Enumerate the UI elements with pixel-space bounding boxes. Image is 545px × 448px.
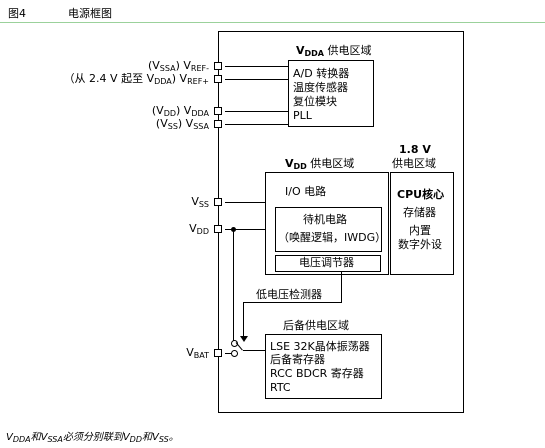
regulator-box bbox=[275, 255, 381, 272]
vdda-item-adc: A/D 转换器 bbox=[293, 67, 350, 80]
pin-vdd bbox=[214, 225, 222, 233]
vdd-io-label: I/O 电路 bbox=[285, 185, 327, 198]
backup-item-registers: 后备寄存器 bbox=[270, 353, 325, 366]
pin-vref-plus bbox=[214, 75, 222, 83]
chip-boundary bbox=[218, 31, 464, 413]
core-item-peripherals: 数字外设 bbox=[398, 238, 442, 251]
core-item-builtin: 内置 bbox=[409, 224, 431, 237]
wire-vdd-down bbox=[233, 229, 234, 342]
wire-switch-to-backup bbox=[243, 350, 265, 351]
switch-contact-vbat bbox=[231, 350, 238, 357]
vdd-domain-box bbox=[265, 172, 389, 275]
backup-domain-box bbox=[265, 334, 382, 399]
vdda-domain-box bbox=[288, 60, 374, 127]
wire-vref-plus bbox=[225, 79, 288, 80]
caption-divider bbox=[0, 22, 545, 23]
core-item-memory: 存储器 bbox=[403, 206, 436, 219]
backup-item-lse: LSE 32K晶体振荡器 bbox=[270, 340, 370, 353]
pin-label-vdd: VDD bbox=[189, 222, 209, 236]
pin-vref-minus bbox=[214, 62, 222, 70]
core-domain-title: 供电区域 bbox=[392, 157, 436, 170]
wire-vss bbox=[225, 202, 265, 203]
wire-vdda bbox=[225, 111, 288, 112]
pin-vbat bbox=[214, 349, 222, 357]
pin-label-vdda: (VDD) VDDA bbox=[151, 104, 209, 118]
core-domain-title-voltage: 1.8 V bbox=[399, 143, 431, 156]
vdda-item-pll: PLL bbox=[293, 109, 312, 122]
figure-title: 电源框图 bbox=[68, 7, 112, 20]
standby-label: 待机电路 bbox=[303, 213, 347, 226]
pin-label-vref-minus: (VSSA) VREF- bbox=[147, 59, 209, 73]
figure-number: 图4 bbox=[8, 7, 26, 20]
detector-arrow-icon bbox=[240, 336, 248, 342]
vdda-item-reset: 复位模块 bbox=[293, 95, 337, 108]
footnote: VDDA和VSSA必须分别联到VDD和VSS。 bbox=[6, 432, 179, 444]
wire-vdd bbox=[225, 229, 265, 230]
core-domain-box bbox=[390, 172, 454, 275]
vdd-junction-dot bbox=[231, 227, 236, 232]
core-item-cpu: CPU核心 bbox=[397, 188, 445, 201]
vdda-domain-title: VDDA 供电区域 bbox=[296, 44, 372, 58]
vdd-domain-title: VDD 供电区域 bbox=[285, 157, 355, 171]
pin-vss bbox=[214, 198, 222, 206]
wire-vbat bbox=[225, 353, 233, 354]
pin-label-vref-plus: （从 2.4 V 起至 VDDA) VREF+ bbox=[63, 72, 209, 86]
vdda-item-temp-sensor: 温度传感器 bbox=[293, 81, 348, 94]
low-voltage-detector-label: 低电压检测器 bbox=[256, 288, 322, 301]
wire-vssa bbox=[225, 124, 288, 125]
pin-vdda bbox=[214, 107, 222, 115]
wire-vref-minus bbox=[225, 66, 288, 67]
backup-item-rtc: RTC bbox=[270, 381, 291, 394]
pin-label-vssa: (VSS) VSSA bbox=[155, 117, 209, 131]
wire-detector-down bbox=[243, 302, 244, 338]
pin-vssa bbox=[214, 120, 222, 128]
wire-detector bbox=[243, 302, 342, 303]
standby-box bbox=[275, 207, 382, 252]
regulator-label: 电压调节器 bbox=[299, 256, 354, 269]
backup-domain-title: 后备供电区域 bbox=[283, 319, 349, 332]
backup-item-rcc-bdcr: RCC BDCR 寄存器 bbox=[270, 367, 364, 380]
standby-detail: （唤醒逻辑，IWDG） bbox=[278, 231, 387, 244]
pin-label-vbat: VBAT bbox=[186, 346, 209, 360]
wire-regulator-down bbox=[341, 271, 342, 303]
pin-label-vss: VSS bbox=[191, 195, 209, 209]
